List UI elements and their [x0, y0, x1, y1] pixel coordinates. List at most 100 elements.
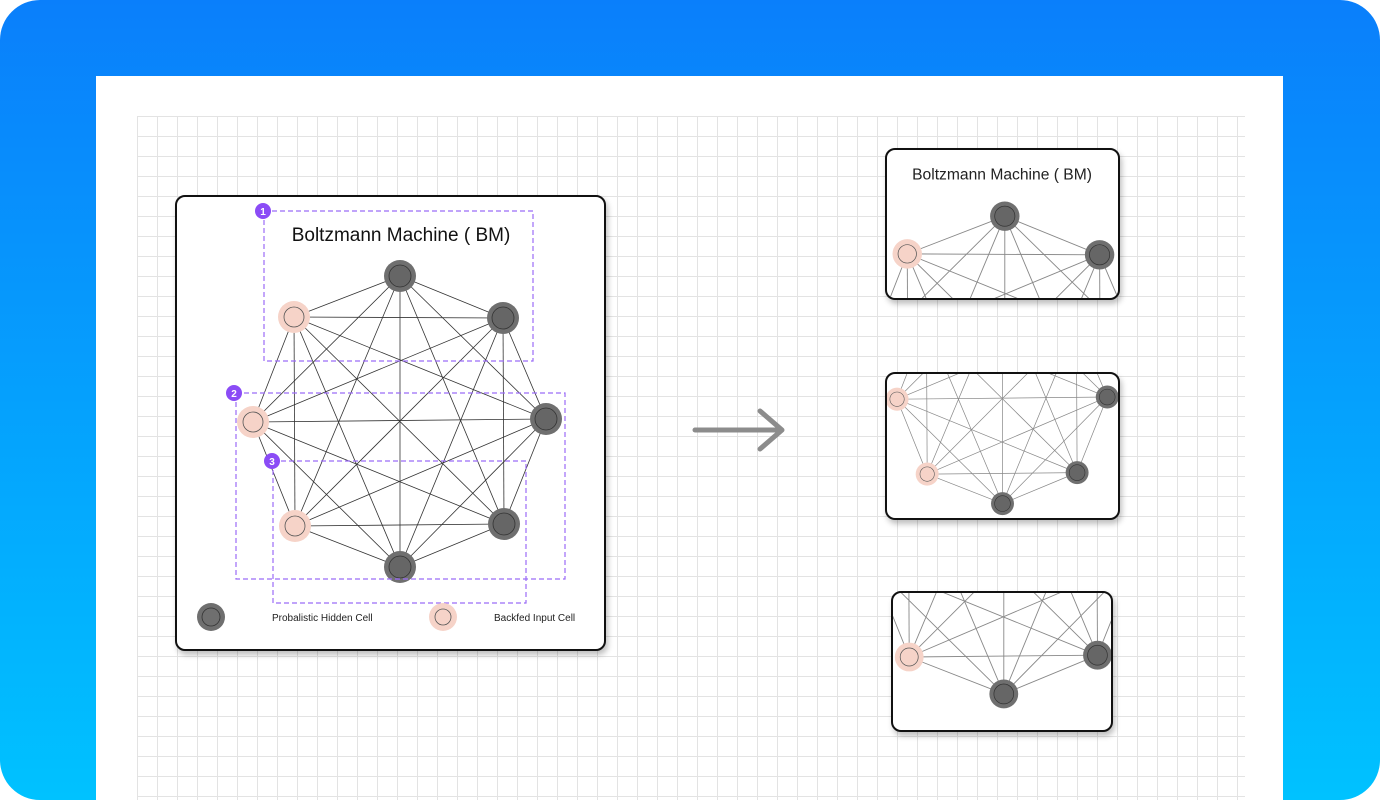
edge [1097, 620, 1111, 656]
edge [399, 418, 547, 568]
edge [252, 317, 504, 423]
edge [1049, 374, 1108, 398]
nodes [892, 201, 1115, 270]
nodes [887, 385, 1118, 516]
edge [1033, 593, 1098, 656]
edge [1055, 254, 1100, 298]
input-cell-node[interactable] [915, 462, 939, 486]
edge [926, 374, 1028, 475]
hidden-cell-node[interactable] [384, 260, 416, 292]
edge [893, 615, 910, 658]
region-2[interactable]: 2 [226, 385, 566, 580]
edge [1004, 215, 1100, 256]
region-1[interactable]: 1 [255, 203, 534, 362]
legend-input: Backfed Input Cell [429, 603, 575, 631]
edge [294, 523, 505, 527]
edges [252, 275, 547, 568]
hidden-cell-node[interactable] [530, 403, 562, 435]
input-cell-node[interactable] [894, 642, 924, 672]
crop-card-1[interactable]: Boltzmann Machine ( BM) [885, 148, 1120, 300]
edge [896, 374, 908, 400]
edge [1070, 593, 1098, 656]
legend-hidden-label: Probalistic Hidden Cell [272, 613, 373, 624]
edge [906, 253, 953, 298]
crop-card-2[interactable] [885, 372, 1120, 520]
edge [1003, 593, 1104, 695]
edge [1081, 254, 1101, 298]
edge [1083, 374, 1108, 398]
main-diagram-card[interactable]: Boltzmann Machine ( BM) 1 2 3 Probalisti… [175, 195, 606, 651]
edge [293, 275, 401, 318]
edge [294, 418, 547, 527]
diagram-title: Boltzmann Machine ( BM) [292, 225, 511, 246]
edge [502, 317, 547, 420]
edge [926, 374, 928, 475]
edge [969, 216, 1006, 298]
edge [1003, 593, 1047, 695]
edge [1003, 654, 1098, 695]
edge [1096, 593, 1098, 656]
nodes [894, 640, 1111, 709]
edge [896, 398, 1078, 473]
edge [909, 654, 1098, 658]
edge [502, 317, 505, 525]
hidden-cell-node[interactable] [1095, 385, 1118, 409]
edge [994, 254, 1100, 298]
edge [927, 472, 1078, 475]
edge [1097, 374, 1108, 398]
edge [1002, 374, 1057, 504]
edge [1099, 254, 1118, 298]
hidden-cell-node[interactable] [487, 302, 519, 334]
edge [909, 656, 1004, 695]
edge [906, 253, 908, 298]
input-cell-node[interactable] [892, 239, 922, 269]
nodes [237, 260, 562, 583]
edge [252, 316, 295, 423]
hidden-cell-node[interactable] [990, 201, 1020, 231]
crop-3-preview [893, 593, 1111, 709]
input-cell-node[interactable] [237, 406, 269, 438]
edge [943, 593, 1098, 656]
input-cell-node[interactable] [887, 387, 909, 411]
edge [252, 421, 401, 568]
hidden-cell-node[interactable] [384, 551, 416, 583]
edge [976, 374, 1078, 473]
edge [908, 593, 974, 658]
hidden-cell-node[interactable] [1083, 640, 1111, 670]
hidden-cell-node[interactable] [488, 508, 520, 540]
hidden-cell-node[interactable] [991, 492, 1014, 516]
crop-2-preview [887, 374, 1118, 516]
input-cell-node[interactable] [279, 510, 311, 542]
edge [889, 253, 908, 298]
edge [294, 275, 401, 527]
edge [252, 421, 296, 527]
edge [293, 316, 504, 319]
hidden-cell-node[interactable] [1065, 461, 1089, 485]
edge [926, 374, 970, 475]
edge [907, 253, 1100, 256]
edge [1076, 374, 1078, 473]
edge [1076, 396, 1108, 473]
crop-1-preview: Boltzmann Machine ( BM) [889, 166, 1118, 298]
edge [1002, 472, 1078, 504]
hidden-cell-node[interactable] [989, 679, 1019, 709]
legend-hidden: Probalistic Hidden Cell [197, 603, 373, 631]
crop-1-title: Boltzmann Machine ( BM) [912, 166, 1092, 183]
edge [399, 523, 505, 568]
region-1-badge: 1 [260, 207, 266, 218]
input-cell-node[interactable] [278, 301, 310, 333]
edge [896, 374, 959, 400]
crop-card-3[interactable] [891, 591, 1113, 732]
edge [907, 253, 1018, 298]
edge [897, 396, 1108, 400]
region-3[interactable]: 3 [264, 453, 527, 604]
region-3-badge: 3 [269, 457, 275, 468]
edge [293, 316, 547, 420]
edge [896, 399, 928, 475]
edge [399, 317, 504, 568]
edge [1099, 254, 1101, 298]
edges [889, 215, 1118, 298]
hidden-cell-node[interactable] [1084, 240, 1115, 270]
edge [906, 253, 927, 298]
